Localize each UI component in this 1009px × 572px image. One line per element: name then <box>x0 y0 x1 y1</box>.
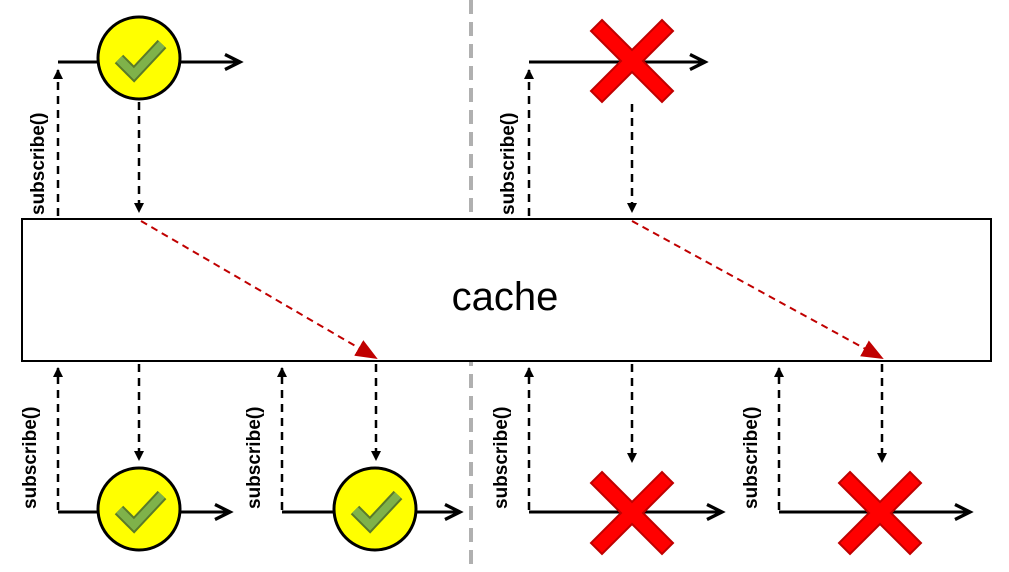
bottom-subscriber-success-2: subscribe() <box>244 364 460 552</box>
cache-box: cache <box>21 218 992 362</box>
top-subscriber-success: subscribe() <box>28 15 240 216</box>
checkmark-circle-icon <box>332 466 418 552</box>
checkmark-circle-icon <box>96 15 182 101</box>
cache-label: cache <box>452 275 559 319</box>
subscribe-label: subscribe() <box>244 407 265 509</box>
cache-replay-arrow <box>140 220 378 360</box>
red-x-icon <box>589 18 675 104</box>
red-x-icon <box>837 470 923 556</box>
top-subscriber-error: subscribe() <box>498 18 705 216</box>
subscribe-label: subscribe() <box>20 407 41 509</box>
bottom-subscriber-error-2: subscribe() <box>741 364 970 556</box>
checkmark-circle-icon <box>96 466 182 552</box>
subscribe-label: subscribe() <box>28 113 49 215</box>
subscribe-label: subscribe() <box>498 113 519 215</box>
subscribe-label: subscribe() <box>491 407 512 509</box>
bottom-subscriber-success-1: subscribe() <box>20 364 230 552</box>
red-x-icon <box>589 470 675 556</box>
subscribe-label: subscribe() <box>741 407 762 509</box>
bottom-subscriber-error-1: subscribe() <box>491 364 722 556</box>
